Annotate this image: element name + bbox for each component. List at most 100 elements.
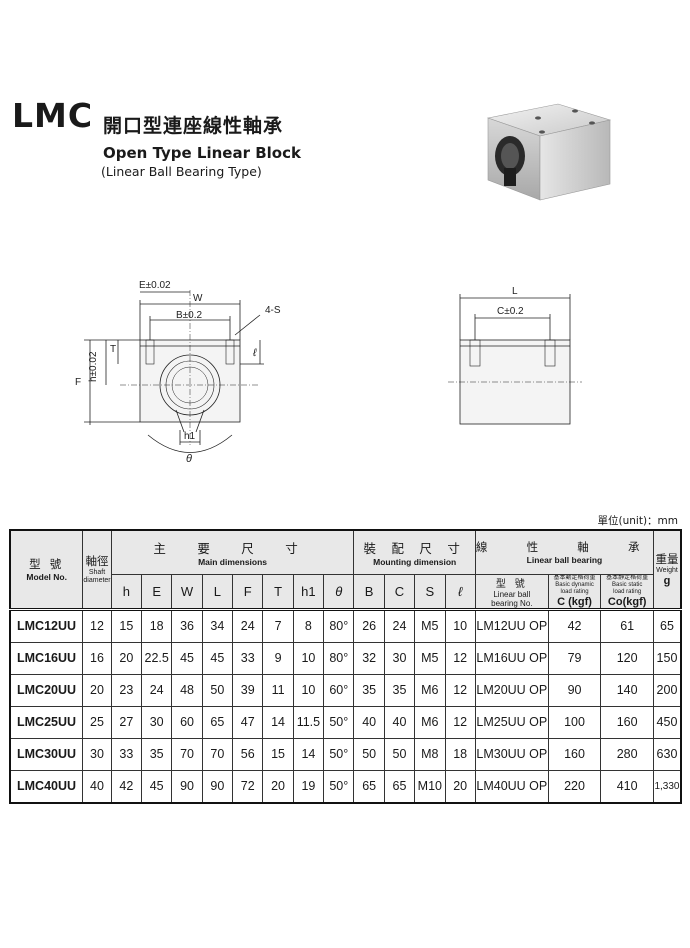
cell-e: 30 [141,705,173,739]
subheader-bearing-no: 型 號 Linear ball bearing No. [474,573,549,610]
cell-l: 45 [201,641,234,675]
title-english: Open Type Linear Block [103,144,301,162]
cell-s: M10 [414,769,446,803]
label-c: C±0.2 [497,306,524,317]
cell-l-mount: 12 [444,641,476,675]
subheader-h: h [110,573,143,610]
cell-f: 47 [232,705,264,739]
table-row: LMC12UU 12 15 18 36 34 24 7 8 80° 26 24 … [9,607,682,643]
table-row: LMC40UU 40 42 45 90 90 72 20 19 50° 65 6… [9,769,682,803]
cell-model: LMC20UU [9,673,84,707]
cell-h1: 19 [292,769,325,803]
cell-h1: 14 [292,737,325,771]
cell-d: 40 [82,769,112,803]
subheader-s: S [414,573,446,610]
cell-l-mount: 18 [444,737,476,771]
header-main-dimensions: 主 要 尺 寸 Main dimensions [110,529,355,575]
cell-t: 14 [262,705,294,739]
cell-l-mount: 12 [444,673,476,707]
subheader-w: W [171,573,203,610]
cell-model: LMC25UU [9,705,84,739]
cell-e: 35 [141,737,173,771]
label-l: L [512,286,518,297]
cell-stat: 280 [600,737,654,771]
cell-d: 16 [82,641,112,675]
label-e: E±0.02 [139,280,171,291]
cell-s: M5 [414,641,446,675]
front-view-drawing: E±0.02 W B±0.2 4-S T h±0.02 F ℓ h1 θ [75,280,281,465]
table-row: LMC25UU 25 27 30 60 65 47 14 11.5 50° 40… [9,705,682,739]
cell-bearing: LM12UU OP [474,607,549,643]
table-row: LMC30UU 30 33 35 70 70 56 15 14 50° 50 5… [9,737,682,771]
cell-model: LMC16UU [9,641,84,675]
subtitle: (Linear Ball Bearing Type) [101,164,262,179]
cell-w: 70 [171,737,203,771]
cell-theta: 50° [323,705,355,739]
cell-c: 24 [383,607,416,643]
header-shaft: 軸徑 Shaft diameter [82,529,112,610]
header-linear-bearing: 線 性 軸 承 Linear ball bearing [474,529,654,575]
subheader-dynamic-load: 基本動定格荷重 Basic dynamic load rating C (kgf… [547,573,602,610]
header-model: 型 號 Model No. [9,529,84,610]
cell-w: 45 [171,641,203,675]
cell-d: 25 [82,705,112,739]
subheader-f: F [232,573,264,610]
unit-label: 單位(unit)：mm [597,515,679,527]
cell-weight: 1,330 [652,769,682,803]
label-h1: h1 [184,431,196,442]
cell-c: 50 [383,737,416,771]
cell-theta: 60° [323,673,355,707]
subheader-l-mount: ℓ [444,573,476,610]
cell-l-mount: 20 [444,769,476,803]
cell-weight: 200 [652,673,682,707]
label-t: T [110,344,116,355]
title-chinese: 開口型連座線性軸承 [103,115,284,137]
cell-bearing: LM25UU OP [474,705,549,739]
cell-d: 30 [82,737,112,771]
cell-stat: 140 [600,673,654,707]
cell-e: 22.5 [141,641,173,675]
cell-stat: 61 [600,607,654,643]
cell-dyn: 79 [547,641,602,675]
cell-l: 34 [201,607,234,643]
cell-model: LMC40UU [9,769,84,803]
header-weight: 重量 Weight g [652,529,682,610]
subheader-theta: θ [323,573,355,610]
product-code: LMC [12,96,94,135]
cell-stat: 410 [600,769,654,803]
cell-s: M5 [414,607,446,643]
cell-bearing: LM20UU OP [474,673,549,707]
cell-theta: 50° [323,769,355,803]
cell-l-mount: 10 [444,607,476,643]
cell-t: 11 [262,673,294,707]
cell-f: 56 [232,737,264,771]
cell-h1: 10 [292,673,325,707]
cell-h1: 8 [292,607,325,643]
cell-t: 7 [262,607,294,643]
cell-l: 90 [201,769,234,803]
cell-b: 40 [353,705,385,739]
subheader-t: T [262,573,294,610]
label-theta: θ [186,453,192,465]
cell-dyn: 160 [547,737,602,771]
cell-weight: 150 [652,641,682,675]
table-row: LMC20UU 20 23 24 48 50 39 11 10 60° 35 3… [9,673,682,707]
cell-t: 9 [262,641,294,675]
subheader-h1: h1 [292,573,325,610]
cell-d: 20 [82,673,112,707]
cell-stat: 120 [600,641,654,675]
label-l-side: ℓ [252,347,257,359]
label-b: B±0.2 [176,310,202,321]
cell-model: LMC30UU [9,737,84,771]
label-s: 4-S [265,305,281,316]
cell-h: 33 [110,737,143,771]
cell-dyn: 220 [547,769,602,803]
cell-dyn: 42 [547,607,602,643]
cell-h1: 10 [292,641,325,675]
cell-c: 40 [383,705,416,739]
cell-theta: 50° [323,737,355,771]
cell-b: 26 [353,607,385,643]
table-row: LMC16UU 16 20 22.5 45 45 33 9 10 80° 32 … [9,641,682,675]
cell-l: 70 [201,737,234,771]
cell-d: 12 [82,607,112,643]
